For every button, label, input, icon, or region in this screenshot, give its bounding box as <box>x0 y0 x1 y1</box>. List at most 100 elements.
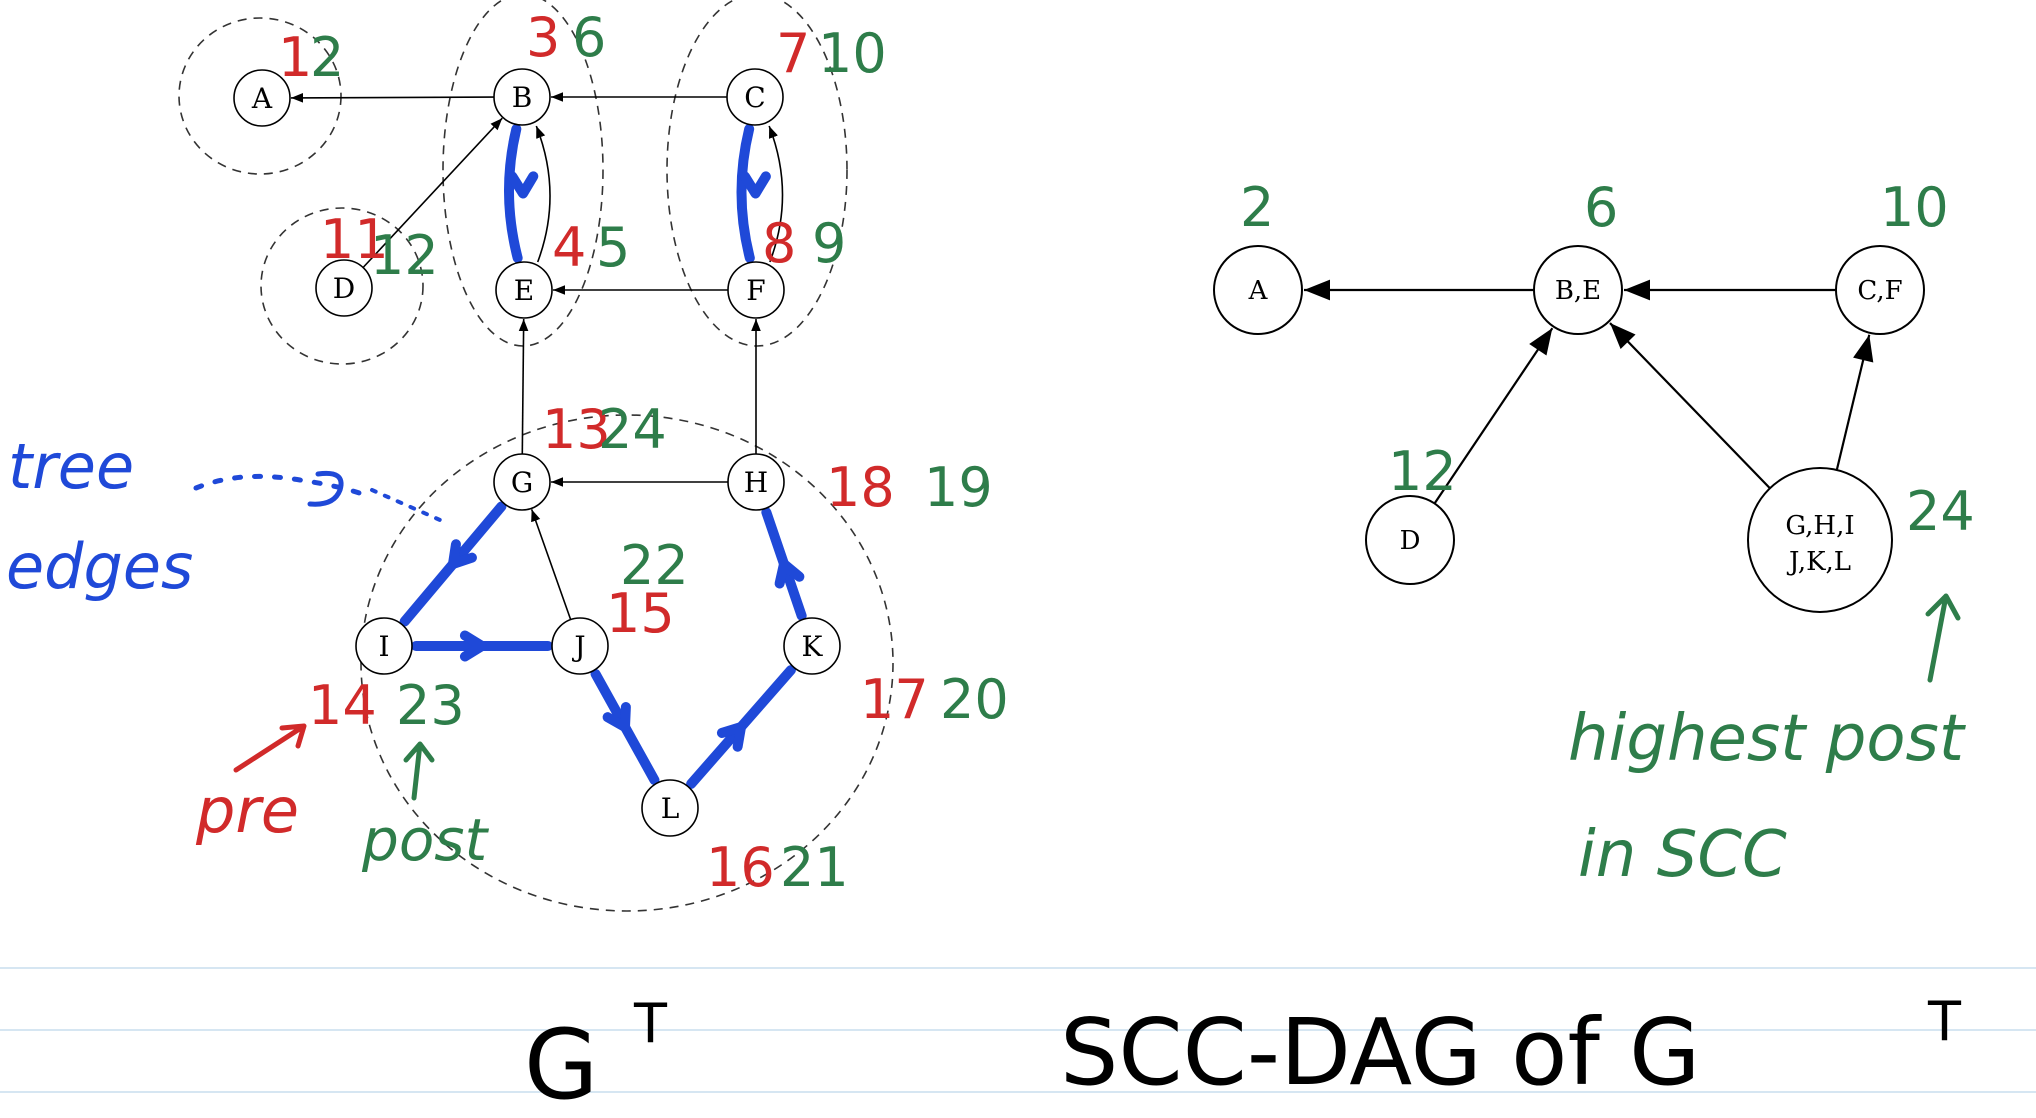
node-circle <box>783 617 841 675</box>
post-number-f: 9 <box>812 212 846 275</box>
gt-tree-edges <box>399 123 807 789</box>
note-arrow <box>1925 593 1961 683</box>
dag-edge-d-be <box>1433 327 1554 505</box>
dag-post-be: 6 <box>1584 176 1618 239</box>
node-label: J <box>571 630 585 663</box>
node-label: C <box>744 81 765 114</box>
tree-edge-head <box>716 722 746 752</box>
node-label: D <box>333 272 355 305</box>
node-l: L <box>641 779 699 837</box>
node-label: A <box>251 82 273 115</box>
tree-label: tree <box>8 430 134 503</box>
post-number-e: 5 <box>596 216 630 279</box>
pre-post-legend: pre post <box>195 723 490 874</box>
ruling-lines <box>0 967 2036 1093</box>
dag-post-a: 2 <box>1240 176 1274 239</box>
pre-number-h: 18 <box>826 456 895 519</box>
dag-node-be: B,E <box>1533 245 1623 335</box>
node-circle <box>233 69 291 127</box>
dag-node-circle <box>1213 245 1303 335</box>
post-number-a: 2 <box>310 26 344 89</box>
node-e: E <box>495 261 553 319</box>
tree-edge-head <box>602 702 631 732</box>
tree-edge-head <box>739 171 771 199</box>
node-circle <box>495 261 553 319</box>
post-number-i: 23 <box>396 674 465 737</box>
node-label: E <box>514 274 534 307</box>
node-label: F <box>746 274 765 307</box>
tree-edges-annotation: tree edges <box>6 430 442 603</box>
note-line2: in SCC <box>1578 818 1787 892</box>
scc-region-cf <box>666 0 848 347</box>
dag-node-circle <box>1747 467 1893 613</box>
dag-edge-ghijkl-cf <box>1835 334 1874 471</box>
highest-post-note: highest post in SCC <box>1568 593 1967 892</box>
dag-node-circle <box>1533 245 1623 335</box>
tree-pointer-tail <box>370 488 442 522</box>
pre-number-g: 13 <box>542 398 611 461</box>
tree-edge-head <box>459 630 487 662</box>
pre-number-a: 1 <box>278 26 312 89</box>
edge-j-g <box>530 509 572 620</box>
pre-number-d: 11 <box>320 208 389 271</box>
pre-number-k: 17 <box>860 668 929 731</box>
node-i: I <box>355 617 413 675</box>
dag-caption-sup: T <box>1927 990 1962 1053</box>
node-d: D <box>315 259 373 317</box>
dag-node-circle <box>1365 495 1455 585</box>
node-circle <box>727 453 785 511</box>
tree-pointer-head <box>307 470 344 507</box>
gt-caption-sup: T <box>633 992 668 1055</box>
dag-node-label: B,E <box>1555 276 1601 306</box>
node-circle <box>315 259 373 317</box>
note-line1: highest post <box>1568 702 1967 776</box>
node-circle <box>727 261 785 319</box>
scc-region-a <box>178 17 342 175</box>
edges-label: edges <box>6 530 193 603</box>
tree-pointer-dots <box>193 473 365 497</box>
tree-edge-head <box>774 559 805 589</box>
node-b: B <box>493 68 551 126</box>
dag-node-label: A <box>1248 276 1269 306</box>
dag-post-cf: 10 <box>1880 176 1949 239</box>
dag-node-circle <box>1835 245 1925 335</box>
dag-node-label-line1: G,H,I <box>1785 511 1854 541</box>
pre-number-f: 8 <box>762 212 796 275</box>
pre-number-i: 14 <box>308 674 377 737</box>
post-number-d: 12 <box>370 224 439 287</box>
pre-number-b: 3 <box>526 6 560 69</box>
dag-node-label: C,F <box>1857 276 1902 306</box>
node-circle <box>551 617 609 675</box>
edge-e-b <box>535 125 551 263</box>
post-arrow <box>403 741 435 801</box>
dag-caption: SCC-DAG of G T <box>1060 990 1962 1106</box>
node-circle <box>493 453 551 511</box>
dag-post-d: 12 <box>1388 440 1457 503</box>
pre-label: pre <box>195 774 299 847</box>
node-label: I <box>378 630 389 663</box>
post-number-g: 24 <box>598 398 667 461</box>
post-number-l: 21 <box>780 836 849 899</box>
dag-node-a: A <box>1213 245 1303 335</box>
pre-number-e: 4 <box>552 216 586 279</box>
node-label: B <box>512 81 533 114</box>
node-circle <box>641 779 699 837</box>
scc-region-d <box>260 207 424 365</box>
dag-edges <box>1304 279 1874 505</box>
pre-arrow <box>233 723 307 773</box>
node-circle <box>355 617 413 675</box>
edge-g-e <box>518 318 529 455</box>
node-j: J <box>551 617 609 675</box>
node-c: C <box>726 68 784 126</box>
post-number-k: 20 <box>940 668 1009 731</box>
pre-number-c: 7 <box>776 22 810 85</box>
tree-edge-head <box>448 539 477 569</box>
node-k: K <box>783 617 841 675</box>
tree-edge-c-f <box>736 124 755 263</box>
